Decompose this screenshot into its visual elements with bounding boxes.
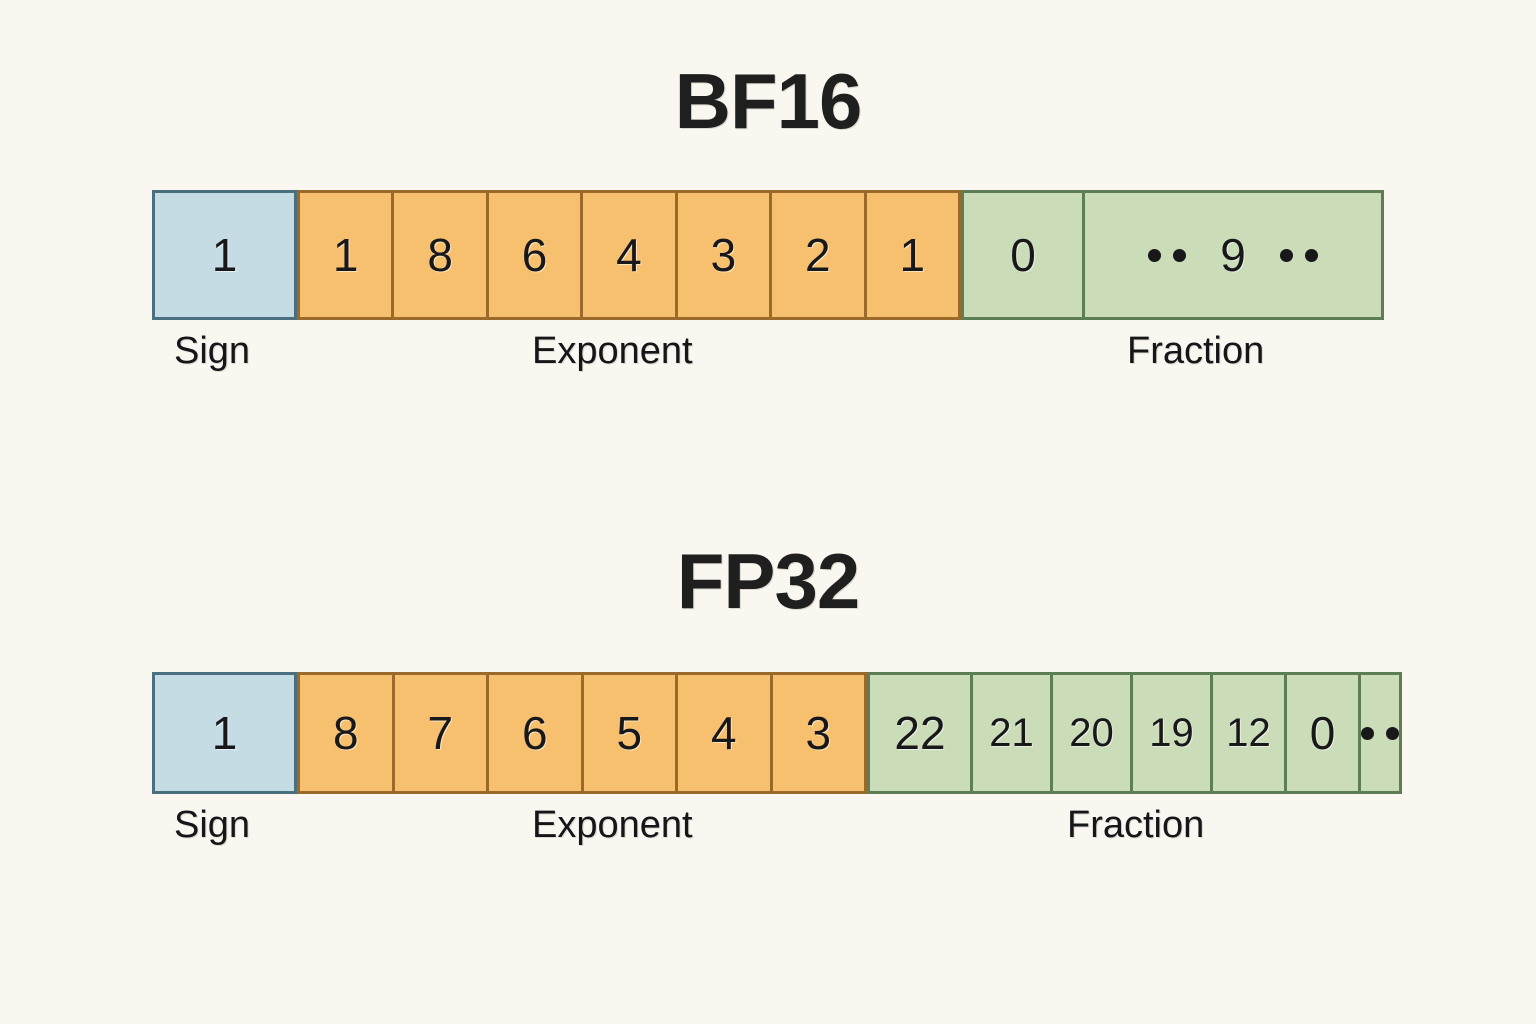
- bf16-fraction-ellipsis-group: 9: [1148, 228, 1318, 282]
- fp32-exponent-cell: 6: [486, 675, 581, 791]
- bf16-label-row: Sign Exponent Fraction: [152, 320, 1384, 380]
- bf16-sign-field: 1: [152, 190, 297, 320]
- fp32-diagram: FP32 1 8 7 6 5 4 3 22 21 20 19 12 0 Sign…: [0, 480, 1536, 854]
- bf16-exponent-label: Exponent: [532, 330, 693, 372]
- ellipsis-right-icon: [1279, 248, 1318, 262]
- fp32-exponent-cell: 4: [675, 675, 770, 791]
- fp32-fraction-cell: 22: [894, 707, 946, 759]
- bf16-exponent-cell: 1: [863, 193, 958, 317]
- fp32-fraction-cell: 19: [1130, 675, 1210, 791]
- ellipsis-icon: [1361, 726, 1399, 740]
- fp32-fraction-ellipsis-cell: [1358, 675, 1399, 791]
- bf16-sign-label: Sign: [174, 330, 251, 372]
- fp32-exponent-cell: 7: [391, 675, 487, 791]
- bf16-exponent-cell: 2: [769, 193, 863, 317]
- fp32-bit-layout-bar: 1 8 7 6 5 4 3 22 21 20 19 12 0: [152, 672, 1402, 794]
- fp32-fraction-label: Fraction: [1067, 804, 1205, 846]
- bf16-exponent-cell: 8: [391, 193, 485, 317]
- bf16-fraction-ellipsis-cell: 9: [1082, 193, 1381, 317]
- fp32-sign-field: 1: [152, 672, 297, 794]
- fp32-exponent-cell: 8: [332, 707, 359, 759]
- fp32-fraction-cell: 21: [970, 675, 1050, 791]
- fp32-fraction-cell: 20: [1050, 675, 1130, 791]
- bf16-fraction-cell: 0: [1010, 229, 1036, 281]
- bf16-sign-bit-cell: 1: [211, 229, 238, 281]
- fp32-exponent-field: 8 7 6 5 4 3: [297, 672, 867, 794]
- fp32-label-row: Sign Exponent Fraction: [152, 794, 1384, 854]
- fp32-fraction-field: 22 21 20 19 12 0: [867, 672, 1402, 794]
- fp32-exponent-cell: 3: [769, 675, 865, 791]
- bf16-bit-layout-bar: 1 1 8 6 4 3 2 1 0 9: [152, 190, 1384, 320]
- fp32-exponent-label: Exponent: [532, 804, 693, 846]
- bf16-exponent-cell: 3: [674, 193, 769, 317]
- bf16-exponent-cell: 1: [332, 229, 359, 281]
- fp32-sign-bit-cell: 1: [211, 707, 238, 759]
- bf16-exponent-field: 1 8 6 4 3 2 1: [297, 190, 961, 320]
- bf16-exponent-cell: 4: [580, 193, 674, 317]
- fp32-title: FP32: [676, 537, 860, 625]
- fp32-sign-label: Sign: [174, 804, 251, 846]
- bf16-fraction-field: 0 9: [961, 190, 1384, 320]
- bf16-fraction-label: Fraction: [1127, 330, 1265, 372]
- bf16-title: BF16: [674, 57, 863, 145]
- ellipsis-left-icon: [1148, 248, 1187, 262]
- bf16-fraction-bit-label: 9: [1220, 229, 1246, 281]
- bf16-diagram: BF16 1 1 8 6 4 3 2 1 0 9 Sign: [0, 0, 1536, 380]
- fp32-fraction-cell: 12: [1210, 675, 1284, 791]
- fp32-fraction-cell: 0: [1284, 675, 1358, 791]
- bf16-exponent-cell: 6: [485, 193, 580, 317]
- fp32-exponent-cell: 5: [580, 675, 676, 791]
